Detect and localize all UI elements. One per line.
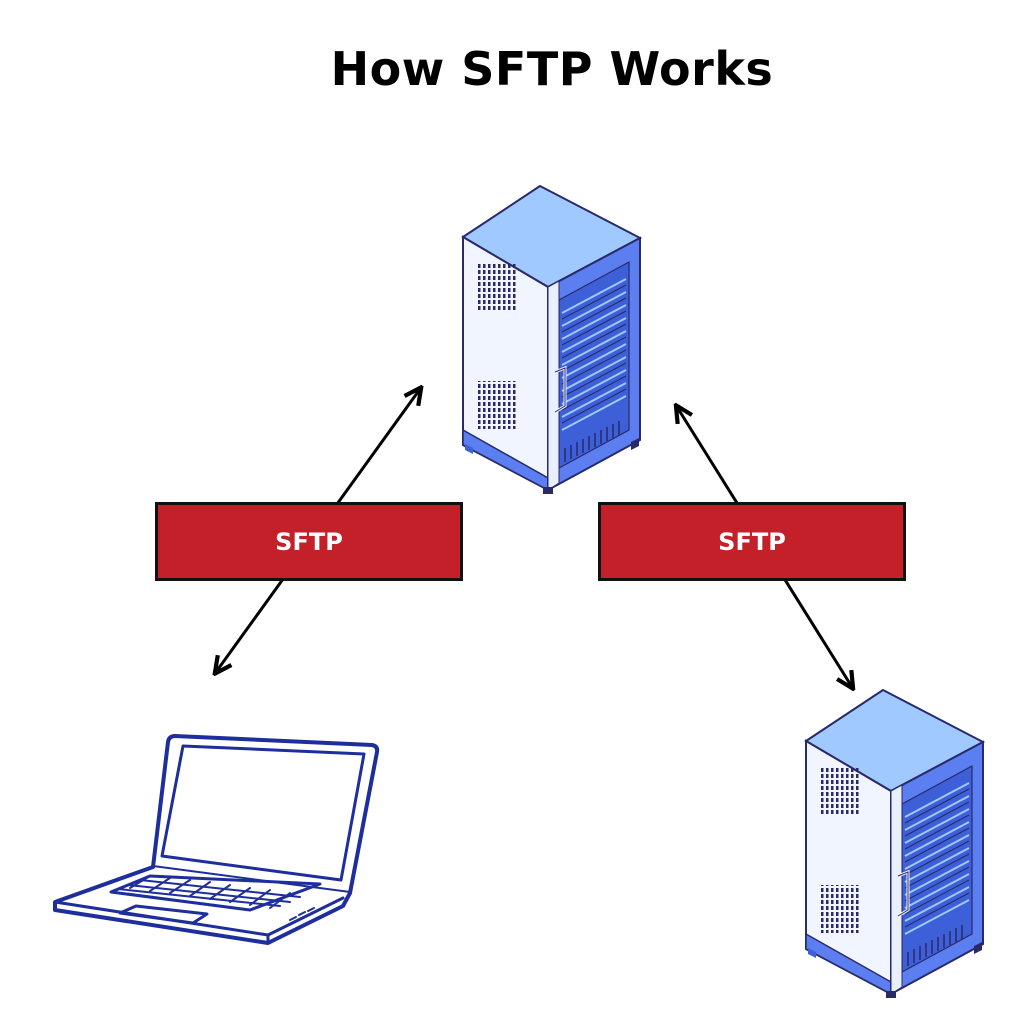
central-server-icon <box>461 184 642 496</box>
remote-server-icon <box>804 688 985 1000</box>
sftp-label-right: SFTP <box>598 502 906 581</box>
laptop-icon <box>53 734 380 945</box>
sftp-label-left-text: SFTP <box>275 527 343 556</box>
sftp-label-left: SFTP <box>155 502 463 581</box>
sftp-label-right-text: SFTP <box>718 527 786 556</box>
diagram-title: How SFTP Works <box>330 42 774 96</box>
